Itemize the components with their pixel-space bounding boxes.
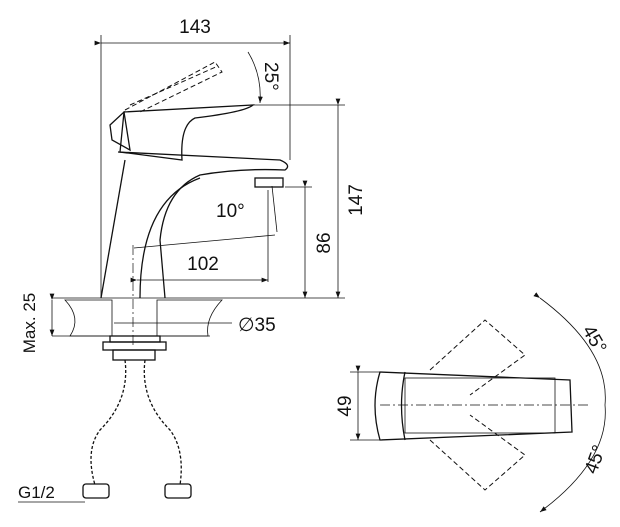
width-label: 143: [179, 17, 211, 38]
lower-angle-label: 45°: [581, 443, 611, 477]
lever-angle-label: 25°: [260, 62, 281, 91]
dimension-overall-width: 143: [94, 17, 291, 298]
dimension-overall-height: 147: [222, 98, 367, 299]
spout-height-label: 86: [314, 232, 335, 253]
upper-angle-label: 45°: [578, 322, 611, 357]
dimension-spout-height: 86: [285, 180, 335, 298]
handle-width-label: 49: [335, 395, 356, 416]
reach-label: 102: [187, 254, 219, 275]
thread-label: G1/2: [18, 483, 55, 502]
dimension-spout-reach: 102: [130, 234, 276, 283]
hole-diameter-label: ∅35: [238, 315, 276, 336]
overall-height-label: 147: [346, 184, 367, 216]
spout-angle-label: 10°: [216, 201, 245, 222]
lever-raised-position: 25°: [124, 51, 281, 113]
faucet-top-view: 49 45° 45°: [335, 292, 611, 513]
max-thickness-label: Max. 25: [20, 293, 39, 353]
countertop-section: ∅35 Max. 25: [20, 245, 276, 353]
mounting-nut-and-hoses: G1/2: [18, 335, 192, 503]
